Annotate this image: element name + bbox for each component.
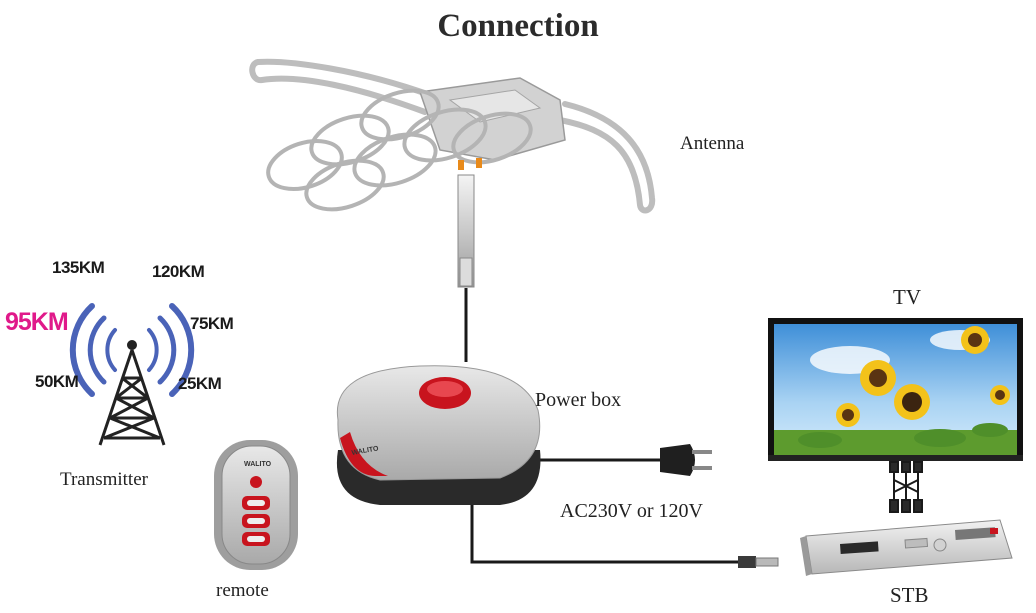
- range-135km: 135KM: [52, 258, 104, 278]
- antenna-label: Antenna: [680, 133, 744, 155]
- tv-label: TV: [893, 285, 921, 310]
- remote-illustration: WALITO: [214, 440, 298, 570]
- power-box-illustration: WALITO: [337, 366, 541, 505]
- antenna-illustration: [252, 62, 652, 287]
- range-75km: 75KM: [190, 314, 233, 334]
- transmitter-tower: [73, 306, 191, 445]
- range-95km: 95KM: [5, 308, 68, 337]
- transmitter-label: Transmitter: [60, 469, 148, 491]
- range-120km: 120KM: [152, 262, 204, 282]
- power-plug-illustration: [620, 444, 712, 476]
- av-cables: [890, 462, 922, 512]
- range-25km: 25KM: [178, 374, 221, 394]
- remote-label: remote: [216, 580, 269, 602]
- remote-brand: WALITO: [244, 461, 272, 468]
- ac-voltage-label: AC230V or 120V: [560, 500, 703, 523]
- stb-illustration: [800, 520, 1012, 576]
- tv-illustration: [768, 318, 1023, 461]
- range-50km: 50KM: [35, 372, 78, 392]
- stb-label: STB: [890, 583, 929, 608]
- coax-connector: [738, 556, 778, 568]
- power-box-label: Power box: [535, 389, 621, 412]
